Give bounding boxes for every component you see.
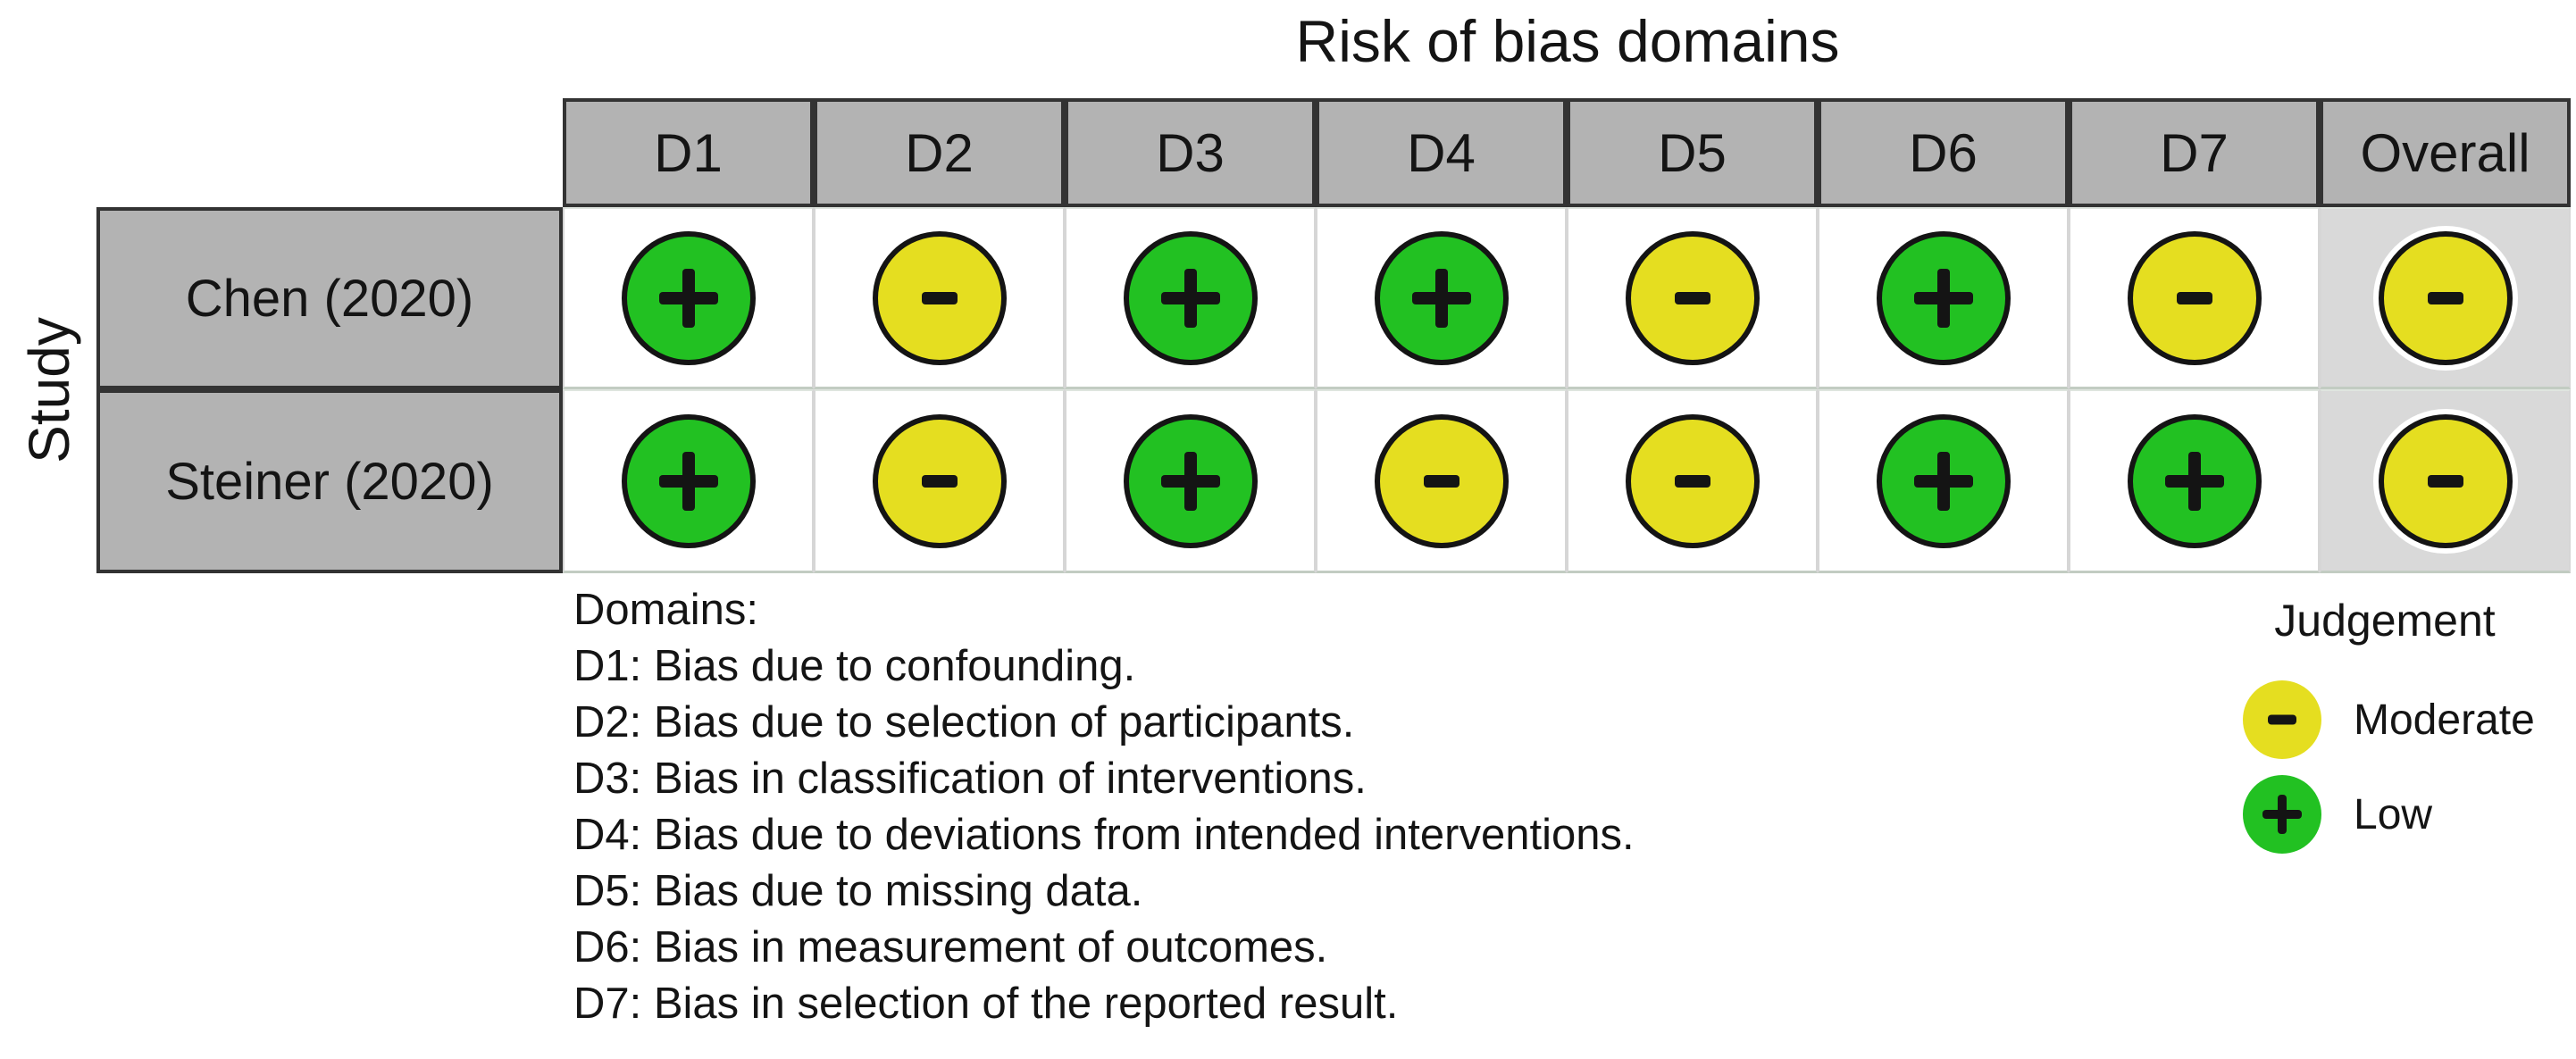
domain-line-d1: D1: Bias due to confounding. [573,642,1136,690]
column-header-overall: Overall [2320,98,2571,207]
figure-title: Risk of bias domains [1295,8,1840,74]
legend-label: Low [2354,790,2433,838]
judgement-cell-overall [2320,389,2571,573]
column-header-d4: D4 [1316,98,1567,207]
judgement-dot-icon [1374,230,1509,365]
judgement-cell [2069,207,2320,389]
judgement-cell [1818,207,2069,389]
judgement-dot-icon [1123,413,1258,548]
judgement-cell [2069,389,2320,573]
judgement-dot-icon [1876,230,2011,365]
judgement-dot-icon [1625,413,1760,548]
column-header-d2: D2 [814,98,1065,207]
judgement-dot-icon [2127,230,2262,365]
traffic-light-table: D1 D2 D3 D4 D5 D6 D7 Overall Chen (2020)… [96,98,2571,573]
judgement-cell [814,207,1065,389]
low-dot-icon [2243,775,2321,854]
judgement-cell [563,389,814,573]
moderate-dot-icon [2243,680,2321,759]
column-header-d7: D7 [2069,98,2320,207]
judgement-dot-icon [1625,230,1760,365]
domain-line-d6: D6: Bias in measurement of outcomes. [573,923,1328,971]
judgement-cell [1065,207,1316,389]
judgement-cell [1567,207,1818,389]
y-axis-label: Study [17,317,81,463]
judgement-cell [1316,207,1567,389]
row-label-chen: Chen (2020) [96,207,563,389]
judgement-cell [1065,389,1316,573]
judgement-cell [1316,389,1567,573]
judgement-dot-icon [2378,413,2513,548]
domains-heading: Domains: [573,586,758,634]
column-header-d5: D5 [1567,98,1818,207]
domains-footnote: Domains: D1: Bias due to confounding. D2… [573,582,1635,1032]
judgement-dot-icon [1374,413,1509,548]
judgement-dot-icon [2127,413,2262,548]
column-header-d6: D6 [1818,98,2069,207]
judgement-dot-icon [872,413,1007,548]
judgement-dot-icon [621,413,756,548]
judgement-dot-icon [872,230,1007,365]
table-corner-spacer [96,98,563,207]
judgement-dot-icon [1123,230,1258,365]
legend-item-low: Low [2193,775,2576,854]
domain-line-d7: D7: Bias in selection of the reported re… [573,980,1399,1028]
domain-line-d3: D3: Bias in classification of interventi… [573,755,1367,803]
domain-line-d2: D2: Bias due to selection of participant… [573,698,1355,746]
domain-line-d4: D4: Bias due to deviations from intended… [573,811,1635,859]
column-header-d3: D3 [1065,98,1316,207]
judgement-dot-icon [621,230,756,365]
judgement-cell [814,389,1065,573]
row-label-steiner: Steiner (2020) [96,389,563,573]
judgement-cell-overall [2320,207,2571,389]
judgement-cell [1818,389,2069,573]
column-header-d1: D1 [563,98,814,207]
domain-line-d5: D5: Bias due to missing data. [573,867,1143,915]
legend-item-moderate: Moderate [2193,680,2576,759]
judgement-cell [1567,389,1818,573]
legend-title: Judgement [2274,596,2496,646]
judgement-legend: Judgement Moderate Low [2193,595,2576,854]
judgement-cell [563,207,814,389]
judgement-dot-icon [1876,413,2011,548]
judgement-dot-icon [2378,230,2513,365]
legend-label: Moderate [2354,696,2535,744]
